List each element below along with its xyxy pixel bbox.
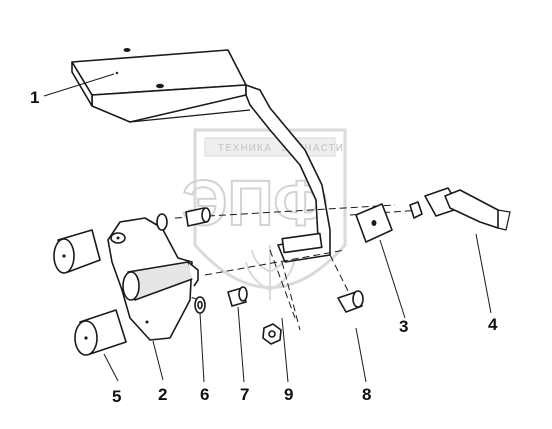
watermark-top-text: ТЕХНИКА (218, 143, 272, 154)
callout-8: 8 (362, 385, 371, 404)
part-3-plate (355, 203, 393, 243)
plate-hole-icon (156, 83, 164, 89)
watermark-big-text: ЭПФ (182, 167, 328, 239)
part-7-pin (227, 286, 248, 307)
callout-5: 5 (112, 387, 121, 406)
callout-9: 9 (284, 385, 293, 404)
part-2-bracket (107, 217, 199, 341)
callout-2: 2 (158, 385, 167, 404)
callout-6: 6 (200, 385, 209, 404)
callout-3: 3 (399, 317, 408, 336)
bolt-upper (156, 207, 211, 231)
leader-lines (43, 73, 492, 383)
callout-1: 1 (30, 88, 39, 107)
part-1-pedal-plate (71, 48, 331, 263)
callout-7: 7 (240, 385, 249, 404)
watermark-top-text-right: ЗАПЧАСТИ (281, 143, 344, 154)
plate-hole-icon (123, 48, 131, 52)
part-4-lever (409, 187, 511, 231)
callout-4: 4 (488, 315, 498, 334)
part-5-rubber-stops (53, 229, 127, 356)
part-8-bolt (337, 290, 364, 313)
part-9-nut (262, 323, 282, 345)
callout-numbers: 1 2 3 4 5 6 7 9 8 (30, 88, 498, 406)
part-6-washer (194, 296, 206, 314)
